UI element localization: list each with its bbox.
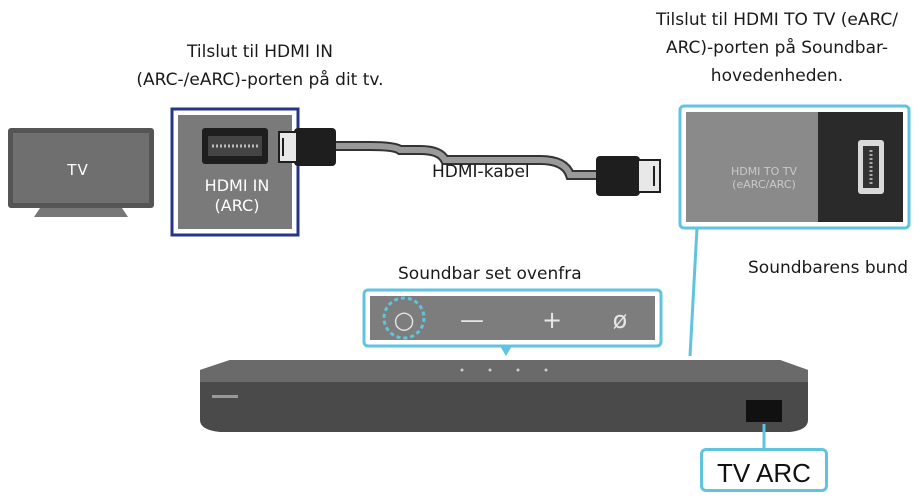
soundbar-bottom-panel — [678, 104, 911, 230]
port-line: (ARC) — [214, 196, 260, 215]
tv-hdmi-in-panel — [170, 107, 300, 237]
tv-icon — [8, 128, 154, 217]
soundbar-port-label: HDMI TO TV (eARC/ARC) — [708, 165, 820, 191]
pointer-bottom — [688, 227, 699, 357]
tv-arc-label: TV ARC — [700, 448, 828, 492]
top-view-label: Soundbar set ovenfra — [398, 264, 582, 284]
callout-line: (ARC-/eARC)-porten på dit tv. — [136, 70, 384, 90]
port-line: (eARC/ARC) — [732, 178, 796, 191]
callout-line: Tilslut til HDMI IN — [187, 42, 333, 62]
hdmi-plug-left — [278, 128, 336, 166]
callout-line: hovedenheden. — [710, 66, 844, 86]
tv-label: TV — [67, 161, 89, 179]
callout-line: ARC)-porten på Soundbar- — [665, 38, 889, 58]
soundbar — [200, 360, 808, 432]
bottom-view-label: Soundbarens bund — [748, 258, 908, 278]
hdmi-plug-right — [596, 156, 661, 196]
cable-label: HDMI-kabel — [432, 162, 530, 182]
tv-port-label: HDMI IN (ARC) — [183, 176, 291, 216]
volume-down-icon: — — [460, 306, 484, 334]
port-line: HDMI IN — [204, 176, 270, 195]
tv-hdmi-in-callout: Tilslut til HDMI IN (ARC-/eARC)-porten p… — [120, 38, 400, 94]
top-view-panel — [362, 288, 663, 356]
callout-line: Tilslut til HDMI TO TV (eARC/ — [655, 10, 899, 30]
mic-mute-icon: ø — [612, 306, 628, 334]
soundbar-port-callout: Tilslut til HDMI TO TV (eARC/ ARC)-porte… — [632, 6, 920, 90]
port-line: HDMI TO TV — [730, 165, 798, 178]
power-button-icon: ○ — [393, 306, 415, 334]
volume-up-icon: + — [541, 306, 563, 334]
